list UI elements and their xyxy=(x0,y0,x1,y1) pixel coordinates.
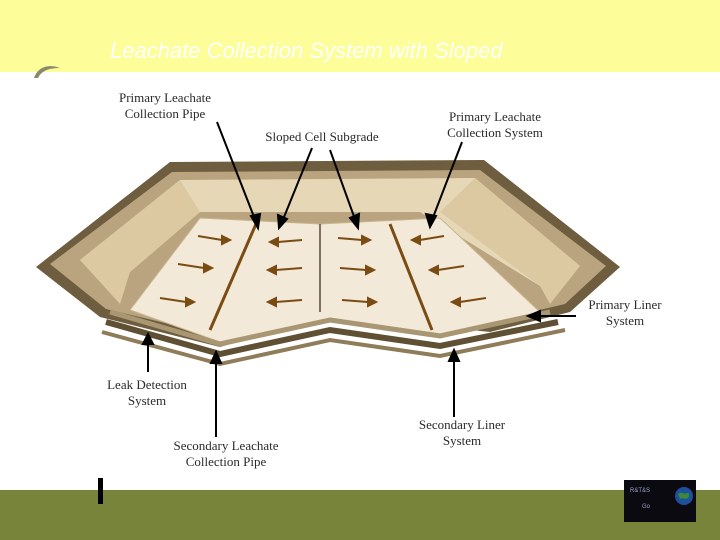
base-layer xyxy=(101,328,566,367)
leachate-diagram xyxy=(20,72,710,490)
label-secondary-liner-system: Secondary Liner System xyxy=(418,417,506,448)
logo-text: R&T&S xyxy=(630,488,651,494)
secondary-liner-layer xyxy=(105,319,559,358)
label-secondary-collection-pipe: Secondary Leachate Collection Pipe xyxy=(173,438,279,469)
left-wall xyxy=(80,180,200,304)
title-band xyxy=(0,0,720,72)
bullet-bar xyxy=(98,478,103,504)
label-leak-detection-system: Leak Detection System xyxy=(107,377,187,408)
logo-badge: R&T&S Go xyxy=(624,480,696,522)
label-primary-collection-system: Primary Leachate Collection System xyxy=(447,109,543,140)
footer-band xyxy=(0,490,720,540)
corner-swoosh-icon xyxy=(34,66,60,78)
collection-pipe-right xyxy=(388,223,434,331)
slide-title: Leachate Collection System with Sloped xyxy=(110,38,503,63)
label-primary-collection-pipe: Primary Leachate Collection Pipe xyxy=(118,90,212,121)
flow-arrows xyxy=(159,234,487,308)
label-sloped-cell-subgrade: Sloped Cell Subgrade xyxy=(265,129,379,144)
logo-text-2: Go xyxy=(642,504,651,510)
right-wall xyxy=(440,178,580,304)
label-primary-liner-system: Primary Liner System xyxy=(588,297,662,328)
callout-lines xyxy=(141,121,576,437)
globe-icon xyxy=(675,487,693,505)
collection-pipe-left xyxy=(208,223,258,331)
primary-liner-layer xyxy=(109,309,551,347)
